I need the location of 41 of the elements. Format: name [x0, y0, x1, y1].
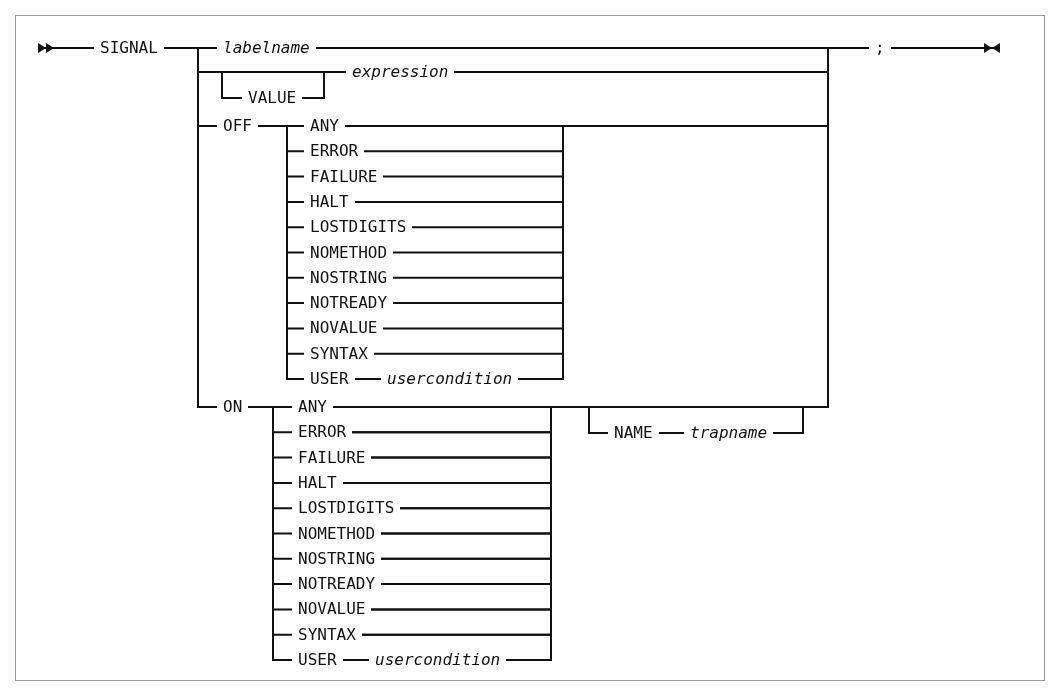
- keyword-term: ON: [217, 396, 249, 418]
- variable-term: usercondition: [369, 649, 507, 671]
- keyword-term: HALT: [292, 471, 343, 494]
- variable-term: trapname: [684, 422, 774, 444]
- variable-term: usercondition: [381, 368, 519, 390]
- variable-term: expression: [346, 61, 455, 83]
- variable-term: labelname: [217, 37, 316, 59]
- keyword-term: NOVALUE: [292, 598, 372, 621]
- keyword-term: NOSTRING: [304, 266, 394, 289]
- track-line: [301, 71, 347, 99]
- keyword-term: SIGNAL: [94, 37, 164, 59]
- keyword-term: OFF: [217, 115, 258, 137]
- track-line: [658, 432, 685, 434]
- keyword-term: NOMETHOD: [304, 241, 394, 264]
- keyword-term: VALUE: [242, 87, 303, 109]
- keyword-term: HALT: [304, 190, 355, 213]
- keyword-term: NOTREADY: [292, 573, 382, 596]
- keyword-term: ANY: [304, 115, 345, 137]
- keyword-term: NOVALUE: [304, 317, 384, 340]
- keyword-term: ANY: [292, 396, 333, 418]
- keyword-term: LOSTDIGITS: [292, 497, 401, 520]
- keyword-term: USER: [292, 649, 343, 671]
- keyword-term: NOSTRING: [292, 547, 382, 570]
- keyword-term: SYNTAX: [292, 623, 362, 646]
- track-line: [342, 659, 370, 661]
- keyword-term: ERROR: [292, 421, 353, 444]
- keyword-term: LOSTDIGITS: [304, 216, 413, 239]
- keyword-term: ERROR: [304, 140, 365, 163]
- track-line: [772, 47, 870, 434]
- keyword-term: FAILURE: [304, 165, 384, 188]
- keyword-term: NAME: [608, 422, 659, 444]
- keyword-term: ;: [869, 37, 891, 59]
- track-line: [354, 378, 382, 380]
- track-line: [37, 43, 95, 53]
- track-line: [890, 43, 1001, 53]
- keyword-term: FAILURE: [292, 446, 372, 469]
- keyword-term: NOTREADY: [304, 292, 394, 315]
- keyword-term: NOMETHOD: [292, 522, 382, 545]
- keyword-term: SYNTAX: [304, 342, 374, 365]
- track-line: [163, 47, 218, 408]
- keyword-term: USER: [304, 368, 355, 390]
